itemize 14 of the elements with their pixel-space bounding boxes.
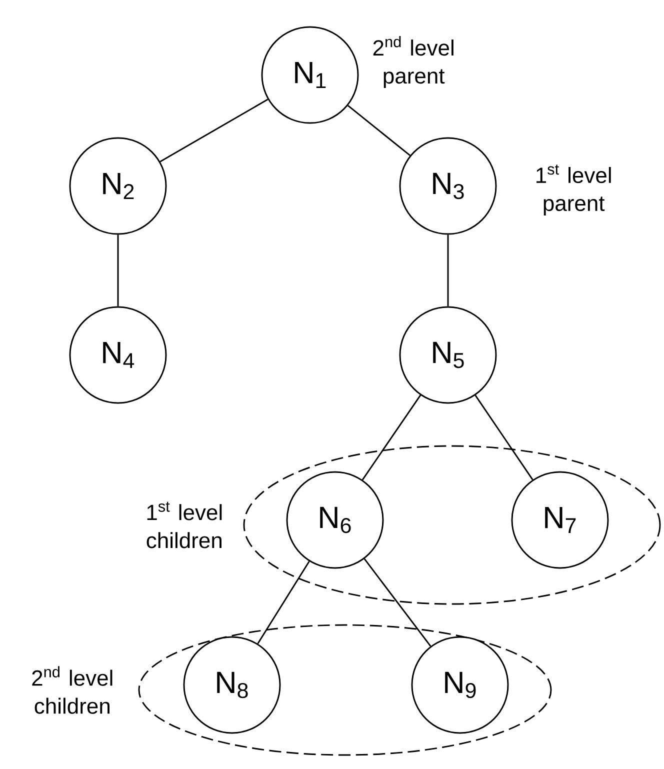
tree-edge: [474, 394, 534, 480]
tree-edge: [348, 104, 410, 156]
tree-edge: [117, 234, 119, 306]
tree-edge: [362, 394, 422, 480]
dashed-ellipse: [243, 445, 661, 605]
node-caption: 1$^{st}$ level parent: [536, 164, 611, 216]
node-caption: 2$^{nd}$ level children: [32, 666, 112, 714]
tree-edge: [257, 560, 310, 644]
dashed-ellipse: [138, 624, 552, 756]
tree-edge: [447, 234, 449, 306]
node-caption: 2$^{nd}$ level parent: [373, 36, 454, 88]
node-caption: 1$^{st}$ level children: [146, 502, 222, 548]
tree-edge: [364, 558, 432, 647]
tree-edge: [160, 98, 268, 162]
